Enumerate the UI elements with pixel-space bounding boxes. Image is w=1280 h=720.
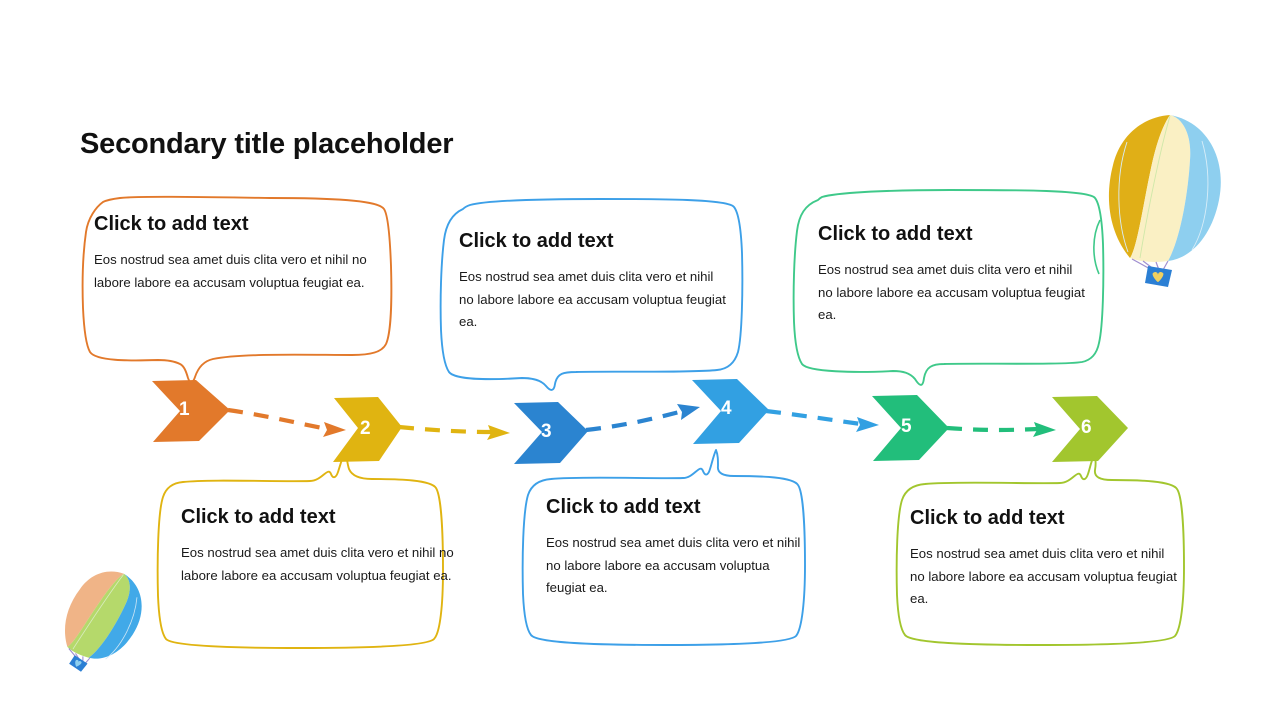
bubble-body-1: Eos nostrud sea amet duis clita vero et …: [94, 252, 367, 290]
bubble-text-block-1: Click to add text Eos nostrud sea amet d…: [94, 212, 374, 294]
bubble-heading-4: Click to add text: [546, 496, 701, 518]
page-title: Secondary title placeholder: [80, 128, 454, 160]
bubble-text-block-6: Click to add text Eos nostrud sea amet d…: [910, 506, 1182, 611]
bubble-body-3: Eos nostrud sea amet duis clita vero et …: [459, 269, 726, 330]
bubble-body-2: Eos nostrud sea amet duis clita vero et …: [181, 545, 454, 583]
connector-4-to-5: [765, 408, 879, 432]
bubble-text-block-3: Click to add text Eos nostrud sea amet d…: [459, 229, 731, 334]
step-number-3[interactable]: 3: [541, 421, 552, 442]
connector-3-to-4: [585, 404, 700, 433]
connector-2-to-3: [398, 424, 510, 440]
bubble-heading-1: Click to add text: [94, 213, 249, 235]
bubble-text-block-5: Click to add text Eos nostrud sea amet d…: [818, 222, 1090, 327]
bubble-text-block-4: Click to add text Eos nostrud sea amet d…: [546, 495, 810, 600]
bubble-body-6: Eos nostrud sea amet duis clita vero et …: [910, 546, 1177, 607]
bubble-heading-3: Click to add text: [459, 230, 614, 252]
hot-air-balloon-bottom-left-icon: [65, 571, 142, 672]
bubble-body-5: Eos nostrud sea amet duis clita vero et …: [818, 262, 1085, 323]
step-number-1[interactable]: 1: [179, 399, 190, 420]
bubble-heading-6: Click to add text: [910, 507, 1065, 529]
step-number-5[interactable]: 5: [901, 416, 912, 437]
step-number-6[interactable]: 6: [1081, 417, 1092, 438]
connector-1-to-2: [227, 407, 346, 437]
balloon-basket-icon: [1145, 266, 1172, 287]
step-number-4[interactable]: 4: [721, 398, 732, 419]
bubble-heading-2: Click to add text: [181, 506, 336, 528]
connector-5-to-6: [946, 422, 1056, 437]
balloon-heart-emblem-icon: [1152, 271, 1164, 282]
bubble-text-block-2: Click to add text Eos nostrud sea amet d…: [181, 505, 457, 587]
step-chevron-1[interactable]: [152, 380, 230, 442]
bubble-heading-5: Click to add text: [818, 223, 973, 245]
step-number-2[interactable]: 2: [360, 418, 371, 439]
bubble-body-4: Eos nostrud sea amet duis clita vero et …: [546, 535, 801, 596]
hot-air-balloon-top-right-icon: [1093, 115, 1221, 287]
